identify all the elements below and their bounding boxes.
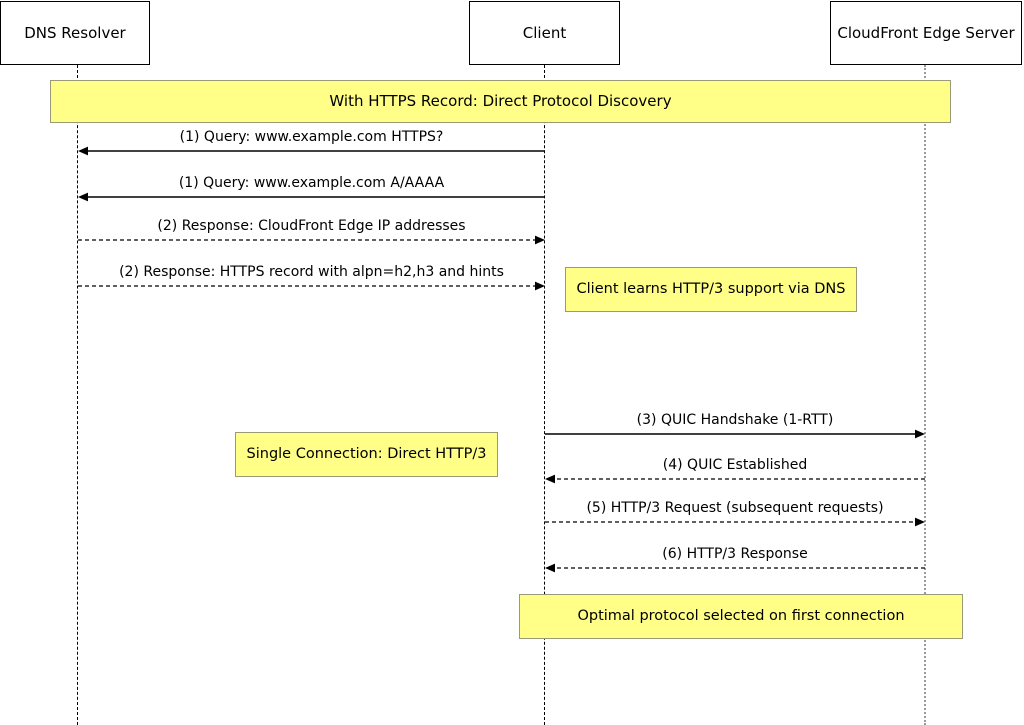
participant-label: DNS Resolver	[24, 23, 126, 42]
message-arrow-5	[545, 429, 925, 439]
message-label-2: (1) Query: www.example.com A/AAAA	[178, 175, 445, 191]
message-label-8: (6) HTTP/3 Response	[662, 546, 808, 562]
diagram-title-text: With HTTPS Record: Direct Protocol Disco…	[329, 92, 672, 110]
message-arrow-4	[78, 281, 545, 291]
lifeline-dns	[77, 65, 78, 725]
message-label-4: (2) Response: HTTPS record with alpn=h2,…	[119, 264, 504, 280]
message-arrow-8	[545, 563, 925, 573]
message-label-1: (1) Query: www.example.com HTTPS?	[179, 129, 444, 145]
message-arrow-1	[78, 146, 545, 156]
participant-label: CloudFront Edge Server	[837, 23, 1015, 42]
participant-label: Client	[522, 23, 567, 42]
lifeline-edge	[924, 65, 926, 725]
participant-client[interactable]: Client	[469, 1, 620, 65]
message-arrow-6	[545, 474, 925, 484]
note-text: Client learns HTTP/3 support via DNS	[576, 281, 846, 298]
note-text: Optimal protocol selected on first conne…	[577, 608, 905, 625]
message-label-5: (3) QUIC Handshake (1-RTT)	[636, 412, 834, 428]
note-text: Single Connection: Direct HTTP/3	[246, 446, 487, 463]
message-arrow-3	[78, 235, 545, 245]
message-label-7: (5) HTTP/3 Request (subsequent requests)	[586, 500, 884, 516]
note-optimal: Optimal protocol selected on first conne…	[519, 594, 963, 639]
message-arrow-2	[78, 192, 545, 202]
note-single-conn: Single Connection: Direct HTTP/3	[235, 432, 498, 477]
message-label-6: (4) QUIC Established	[662, 457, 808, 473]
diagram-title-banner: With HTTPS Record: Direct Protocol Disco…	[50, 80, 951, 123]
note-dns-learn: Client learns HTTP/3 support via DNS	[565, 267, 857, 312]
message-label-3: (2) Response: CloudFront Edge IP address…	[157, 218, 466, 234]
message-arrow-7	[545, 517, 925, 527]
lifeline-client	[544, 65, 545, 725]
participant-edge[interactable]: CloudFront Edge Server	[830, 1, 1022, 65]
participant-dns[interactable]: DNS Resolver	[0, 1, 150, 65]
